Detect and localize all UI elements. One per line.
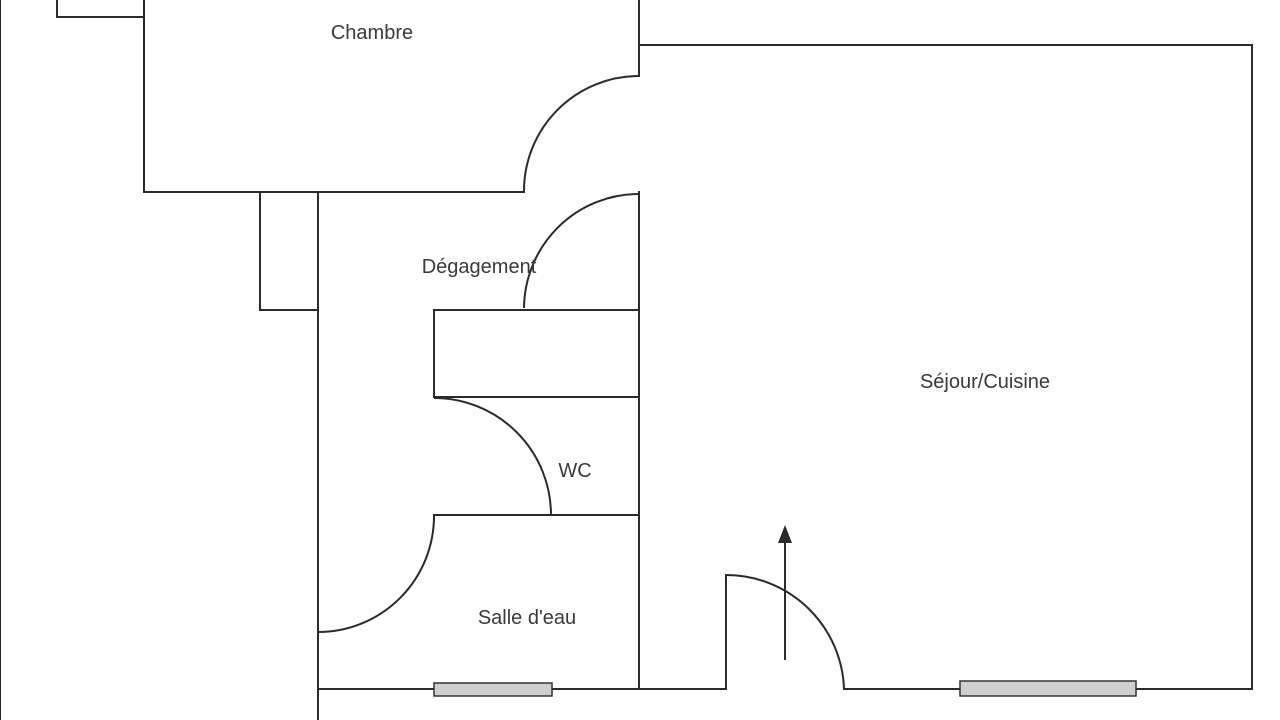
wall-sejour-top (638, 44, 1253, 690)
wall-bottom-mid (551, 574, 727, 690)
label-chambre: Chambre (331, 22, 413, 44)
window-sejour (959, 680, 1137, 697)
doors (317, 75, 845, 690)
label-salle-eau: Salle d'eau (478, 607, 576, 629)
wall-closet (259, 193, 319, 311)
label-sejour-cuisine: Séjour/Cuisine (920, 371, 1050, 393)
door-sejour (523, 193, 640, 309)
door-wc (433, 397, 552, 516)
door-chambre (522, 75, 640, 193)
label-wc: WC (558, 460, 591, 482)
windows (433, 680, 1137, 697)
wall-top-left-stub (56, 0, 145, 18)
label-degagement: Dégagement (422, 256, 537, 278)
door-entrance (725, 574, 845, 690)
wall-cupboard (433, 309, 640, 398)
entrance-arrow-icon (778, 525, 792, 660)
door-salle-eau (317, 514, 436, 633)
window-salle-eau (433, 682, 553, 697)
walls (0, 0, 1253, 720)
